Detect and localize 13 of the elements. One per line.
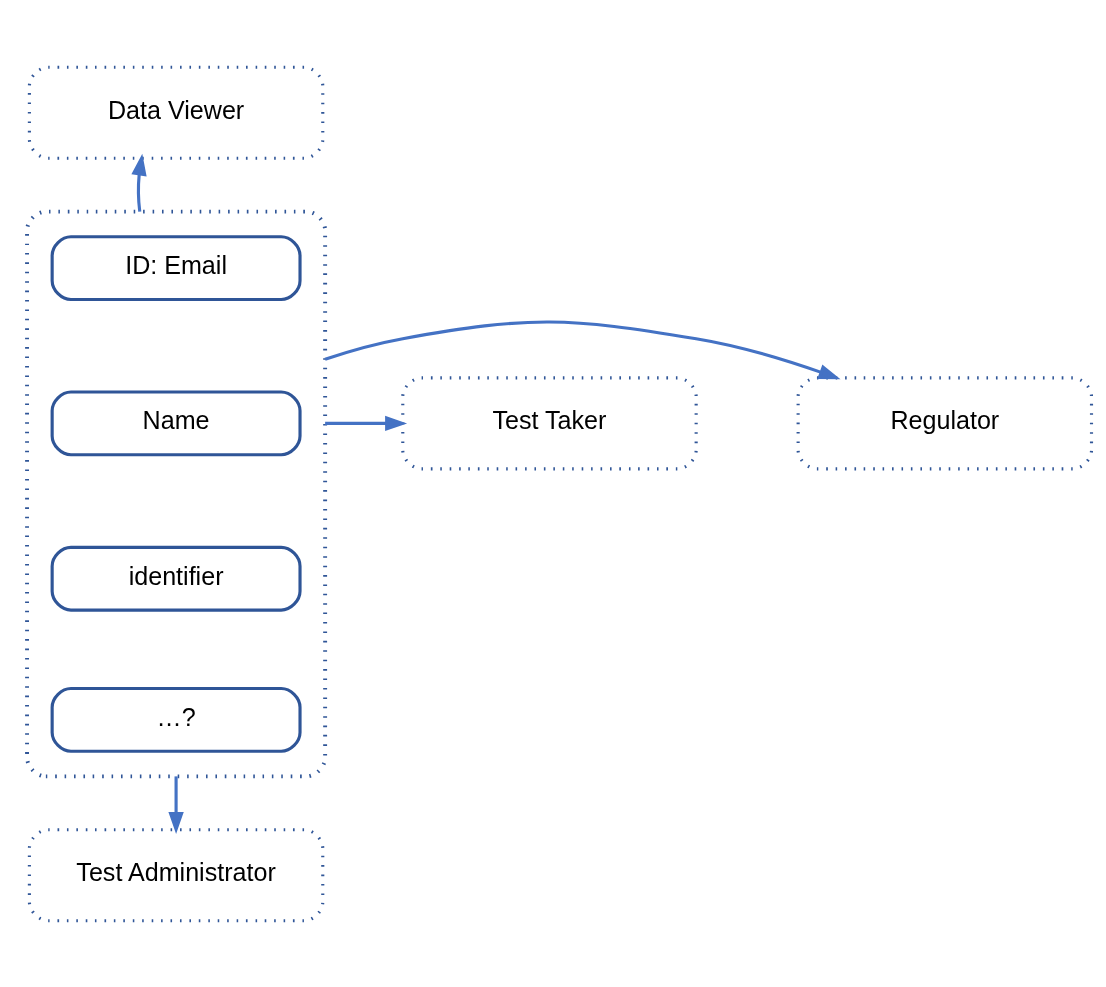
cluster bbox=[25, 209, 328, 778]
arrow bbox=[325, 415, 408, 431]
arrow bbox=[131, 153, 147, 212]
node-box: Data Viewer bbox=[27, 65, 325, 160]
node-box: Test Taker bbox=[401, 375, 698, 470]
node-box: identifier bbox=[50, 545, 302, 612]
arrow bbox=[324, 319, 841, 379]
arrow bbox=[168, 775, 184, 834]
node-box: ID: Email bbox=[50, 234, 302, 301]
node-box: Test Administrator bbox=[27, 827, 325, 922]
node-box: …? bbox=[50, 686, 302, 753]
node-box: Name bbox=[50, 389, 302, 456]
node-box: Regulator bbox=[796, 375, 1094, 470]
